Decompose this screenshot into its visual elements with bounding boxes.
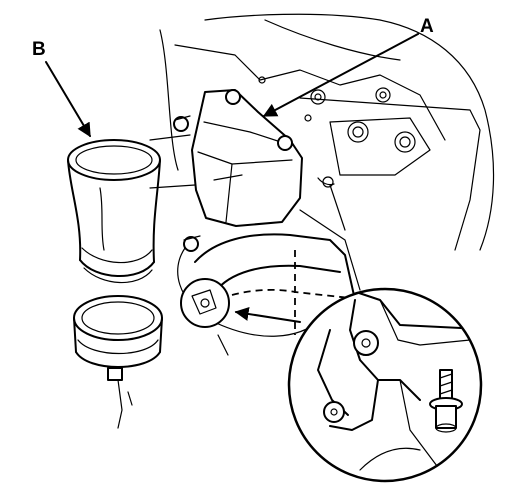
leader-arrow (234, 307, 301, 323)
callout-b-leader (45, 61, 91, 138)
bolt-icon (173, 115, 201, 252)
detail-zoom-circle (287, 287, 483, 483)
air-duct-tube (67, 139, 161, 284)
detail-source-circle (180, 278, 230, 356)
bolt-icon (429, 369, 463, 433)
engine-body-outline (149, 13, 495, 291)
hose-clamp-ring (73, 295, 163, 429)
callout-a-leader (262, 33, 419, 117)
resonator-cover (191, 89, 303, 227)
callout-label-b: B (32, 39, 46, 60)
callout-label-a: A (420, 16, 434, 37)
